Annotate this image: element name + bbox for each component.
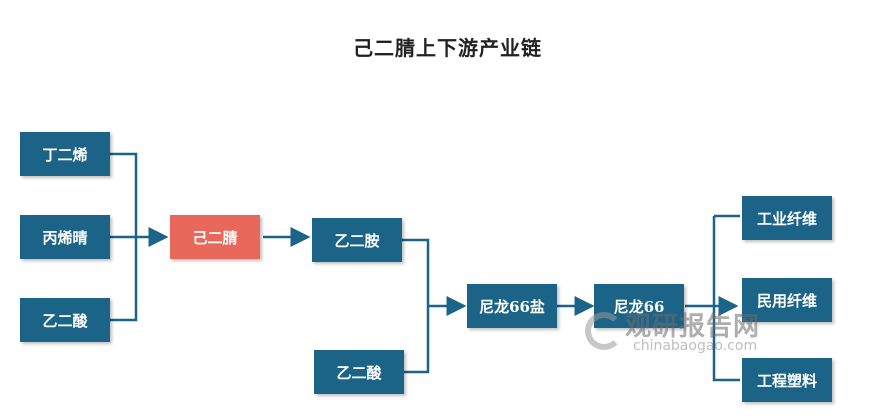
node-nylon66-salt: 尼龙66盐 (467, 284, 557, 328)
connector-hexamethylenediamine (402, 238, 430, 374)
node-industrial-fiber: 工业纤维 (742, 196, 832, 240)
node-butadiene: 丁二烯 (20, 132, 110, 176)
node-acrylonitrile: 丙烯晴 (20, 215, 110, 259)
node-nylon66: 尼龙66 (594, 284, 684, 328)
node-adipic-acid-2: 乙二酸 (314, 350, 404, 394)
node-adiponitrile: 己二腈 (170, 215, 260, 259)
node-engineering-plastic: 工程塑料 (742, 358, 832, 402)
node-adipic-acid: 乙二酸 (20, 298, 110, 342)
node-civil-fiber: 民用纤维 (742, 278, 832, 322)
diagram-title: 己二腈上下游产业链 (353, 36, 542, 60)
connector-branch-vertical (712, 214, 740, 382)
node-hexamethylenediamine: 乙二胺 (312, 218, 402, 262)
